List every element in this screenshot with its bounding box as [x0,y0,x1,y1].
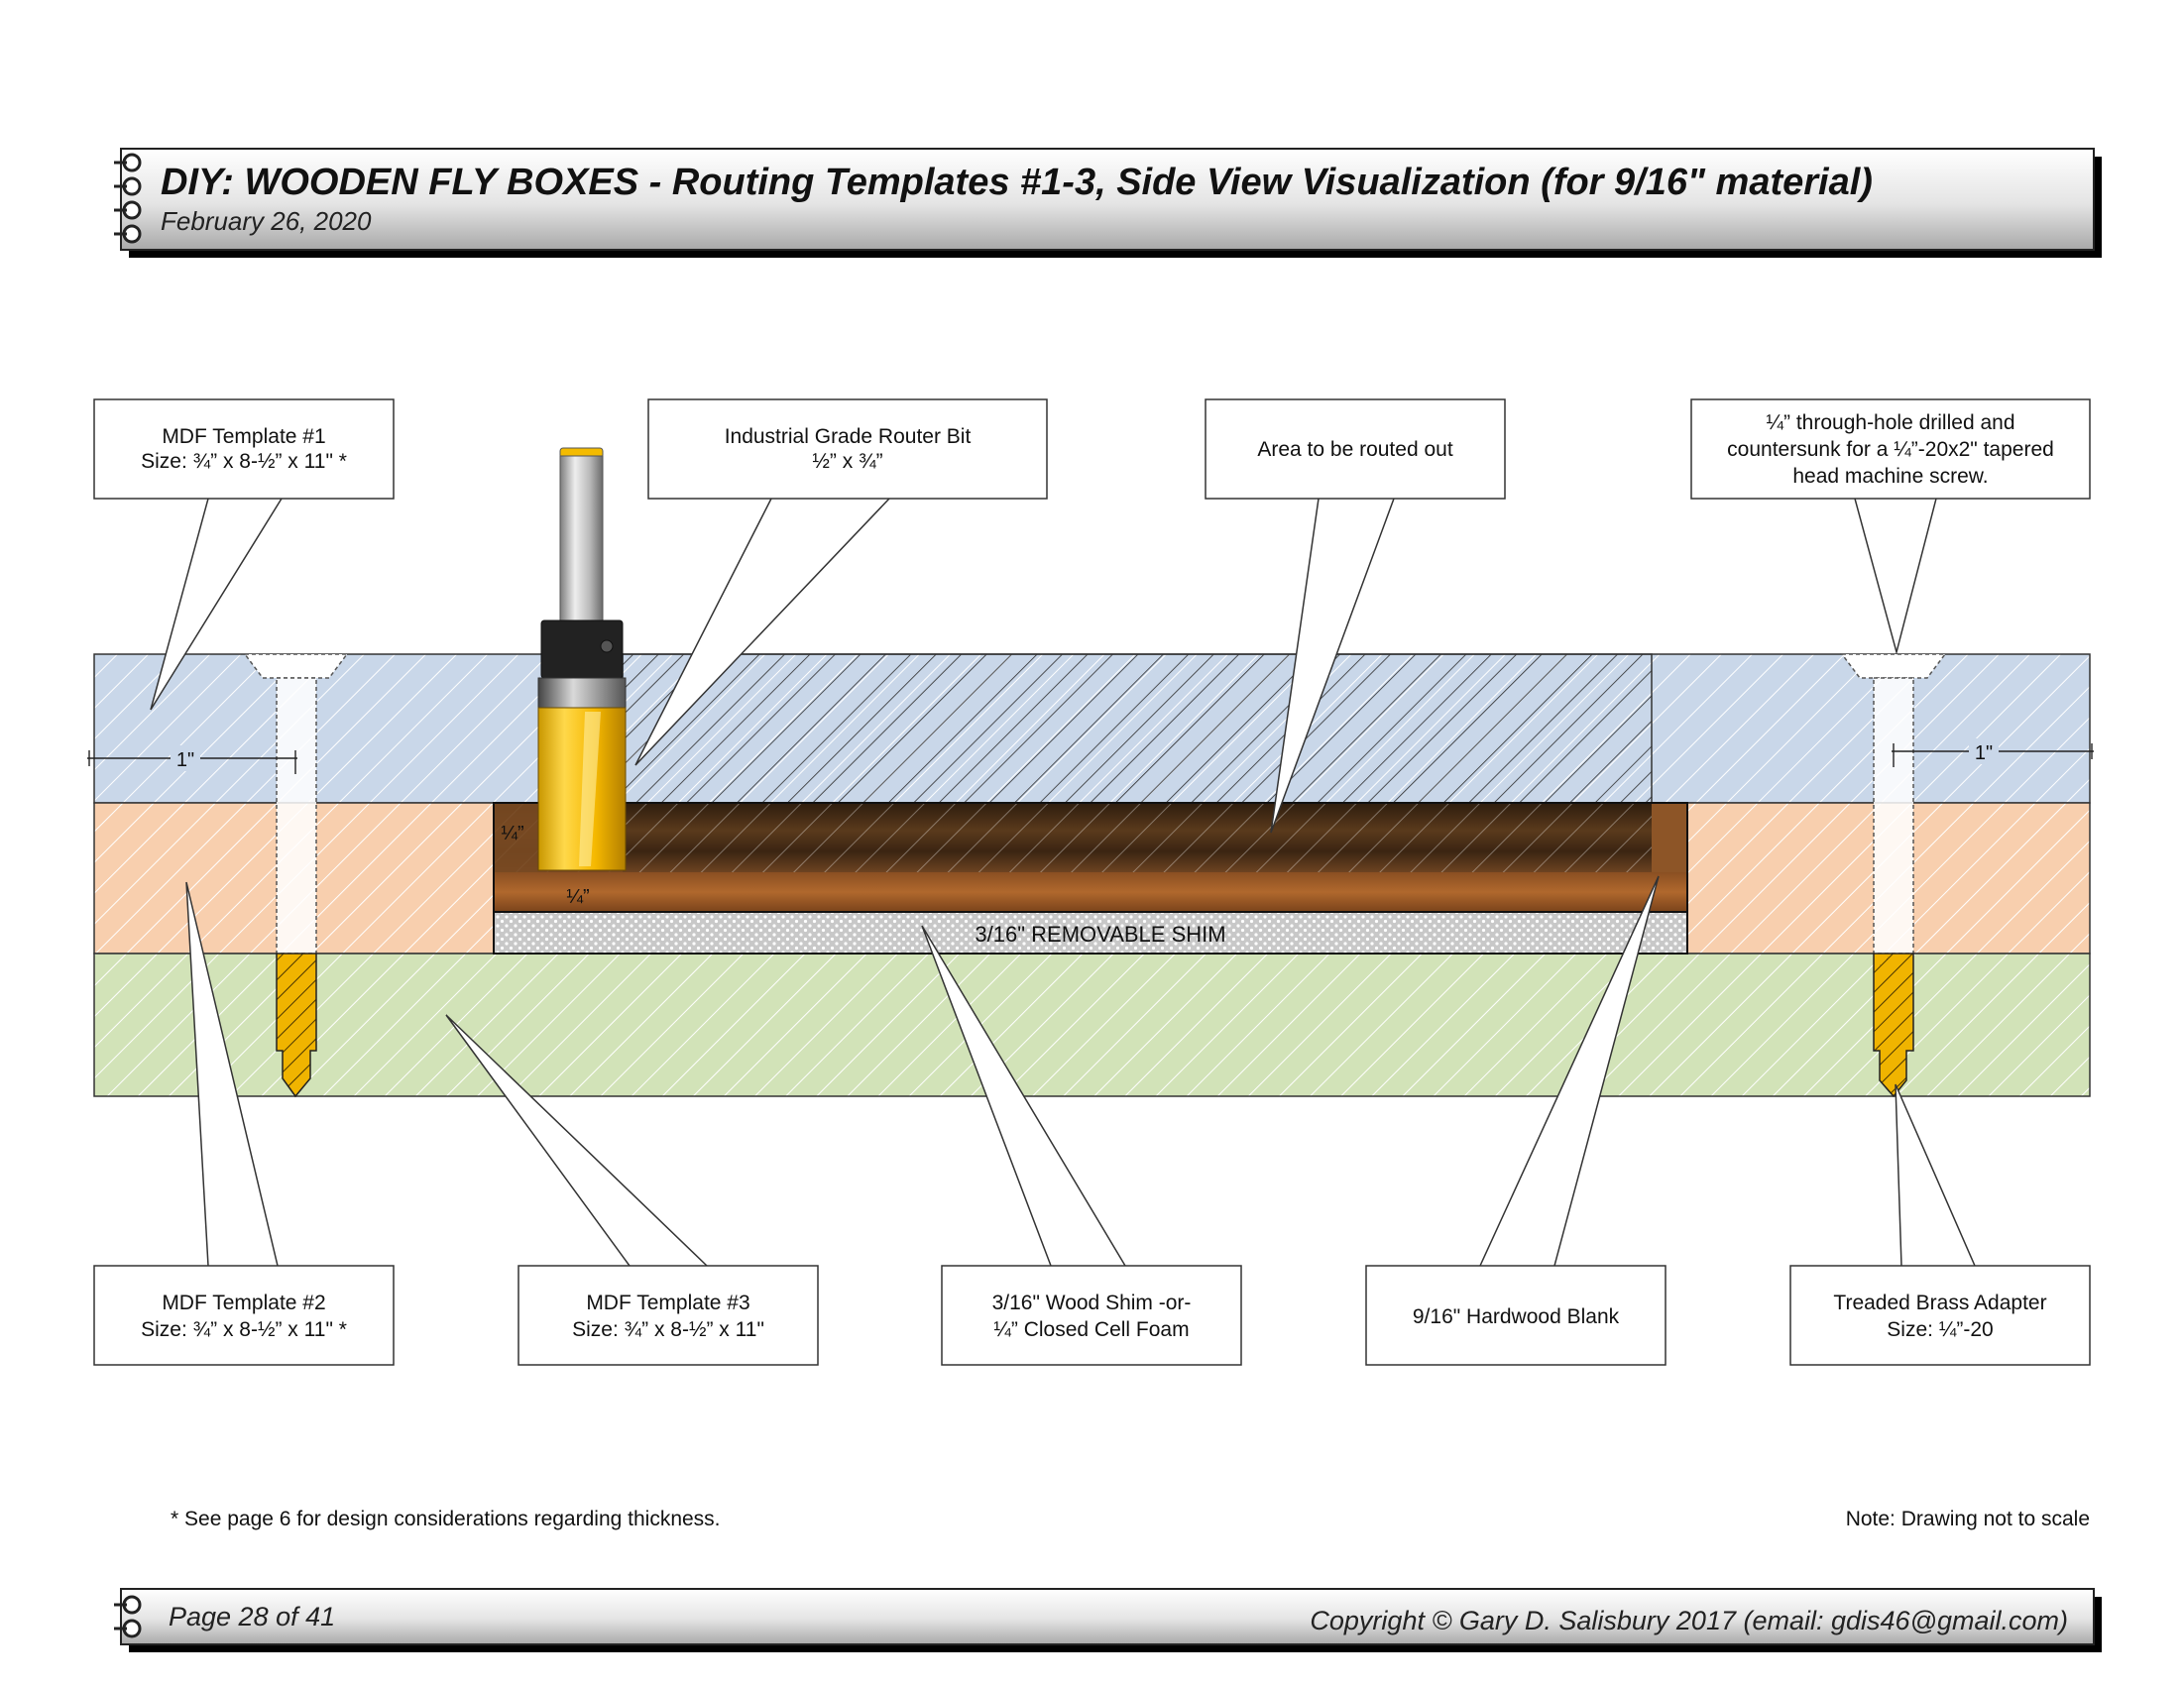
callout-template-1: MDF Template #1 Size: ¾” x 8-½” x 11" * [93,398,395,500]
callout-through-hole: ¼” through-hole drilled and countersunk … [1690,398,2091,500]
left-offset-label: 1" [176,749,194,771]
callout-box [93,1265,395,1366]
callout-through-hole-line2: countersunk for a ¼”-20x2" tapered [1727,438,2054,461]
right-brass-adapter [1873,953,1914,1098]
callout-box [941,1265,1242,1366]
hardwood-blank-top-hatch [494,803,1687,872]
pointer-hardwood-blank [1479,875,1660,1267]
callout-box [1205,398,1506,500]
right-screw-shank [1873,677,1914,955]
binder-rings-icon [114,153,142,244]
callout-template-3-line2: Size: ¾” x 8-½” x 11" [572,1318,764,1341]
scale-note: Note: Drawing not to scale [1846,1508,2090,1530]
callout-box [647,398,1048,500]
callout-through-hole-line1: ¼” through-hole drilled and [1767,411,2015,434]
mdf-template-3 [93,953,2091,1097]
router-bit-icon [537,447,627,871]
shim-rect [493,911,1688,955]
pointer-template-3 [445,1014,708,1267]
shim-label: 3/16" REMOVABLE SHIM [975,922,1225,947]
callout-wood-shim-line2: ¼” Closed Cell Foam [993,1318,1189,1341]
callout-template-2-line2: Size: ¾” x 8-½” x 11" * [141,1318,347,1341]
callout-brass-adapter: Treaded Brass Adapter Size: ¼”-20 [1789,1265,2091,1366]
callout-wood-shim: 3/16" Wood Shim -or- ¼” Closed Cell Foam [941,1265,1242,1366]
pointer-area-routed [1270,498,1395,834]
callout-template-1-line1: MDF Template #1 [162,425,325,448]
quarter-width-label: ¼” [566,886,589,908]
callout-box [1690,398,2091,500]
page-number: Page 28 of 41 [169,1602,335,1632]
callout-router-bit-line2: ½” x ¾” [812,450,882,473]
callout-router-bit-line1: Industrial Grade Router Bit [725,425,972,448]
left-machine-screw [243,653,349,1098]
hardwood-blank [493,802,1688,913]
callout-pointers [150,498,1976,1267]
footnote: * See page 6 for design considerations r… [171,1508,721,1530]
pointer-wood-shim [921,925,1126,1267]
copyright: Copyright © Gary D. Salisbury 2017 (emai… [1310,1606,2068,1635]
router-bit-bearing [537,677,627,709]
footer-bar [120,1588,2095,1645]
pointer-router-bit [634,498,890,766]
footer-banner: Page 28 of 41 Copyright © Gary D. Salisb… [114,1588,2102,1652]
callout-box [93,398,395,500]
callout-brass-adapter-line2: Size: ¼”-20 [1887,1318,1993,1341]
left-dimension [87,745,297,774]
callout-hardwood-blank: 9/16" Hardwood Blank [1365,1265,1667,1366]
area-to-be-routed [622,653,1653,804]
callout-template-2-line1: MDF Template #2 [162,1292,325,1314]
left-brass-adapter [276,953,317,1098]
callout-template-3-line1: MDF Template #3 [586,1292,749,1314]
callout-hardwood-blank-line1: 9/16" Hardwood Blank [1413,1305,1620,1328]
removable-shim: 3/16" REMOVABLE SHIM [493,911,1688,955]
left-countersink [243,653,349,679]
hardwood-blank-base [494,872,1687,912]
header-bar [120,148,2095,251]
callout-router-bit: Industrial Grade Router Bit ½” x ¾” [647,398,1048,500]
callout-template-2: MDF Template #2 Size: ¾” x 8-½” x 11" * [93,1265,395,1366]
pointer-template-1 [150,498,283,711]
callout-template-1-line2: Size: ¾” x 8-½” x 11" * [141,450,347,473]
right-countersink [1840,653,1947,679]
pointer-brass-adapter [1895,1083,1976,1267]
callout-area-routed-line1: Area to be routed out [1257,438,1452,461]
set-screw-icon [600,639,614,653]
callout-box [1365,1265,1667,1366]
pointer-through-hole [1854,498,1937,655]
callout-brass-adapter-line1: Treaded Brass Adapter [1833,1292,2046,1314]
page-date: February 26, 2020 [161,206,372,236]
page-title: DIY: WOODEN FLY BOXES - Routing Template… [161,162,1873,203]
callout-box [1789,1265,2091,1366]
right-offset-label: 1" [1975,742,1993,764]
callout-template-3: MDF Template #3 Size: ¾” x 8-½” x 11" [517,1265,819,1366]
binder-rings-icon [114,1595,142,1638]
pointer-template-2 [185,881,279,1267]
router-bit-shank [559,455,604,625]
quarter-depth-label: ¼” [501,823,523,844]
callout-area-routed: Area to be routed out [1205,398,1506,500]
header-banner: DIY: WOODEN FLY BOXES - Routing Template… [114,148,2102,258]
right-machine-screw [1840,653,1947,1098]
callout-through-hole-line3: head machine screw. [1792,465,1988,488]
callout-wood-shim-line1: 3/16" Wood Shim -or- [992,1292,1192,1314]
router-bit-highlight [579,712,601,866]
right-dimension [1892,738,2094,767]
callout-box [517,1265,819,1366]
hardwood-blank-right-wall [1652,803,1687,872]
left-screw-shank [276,677,317,955]
